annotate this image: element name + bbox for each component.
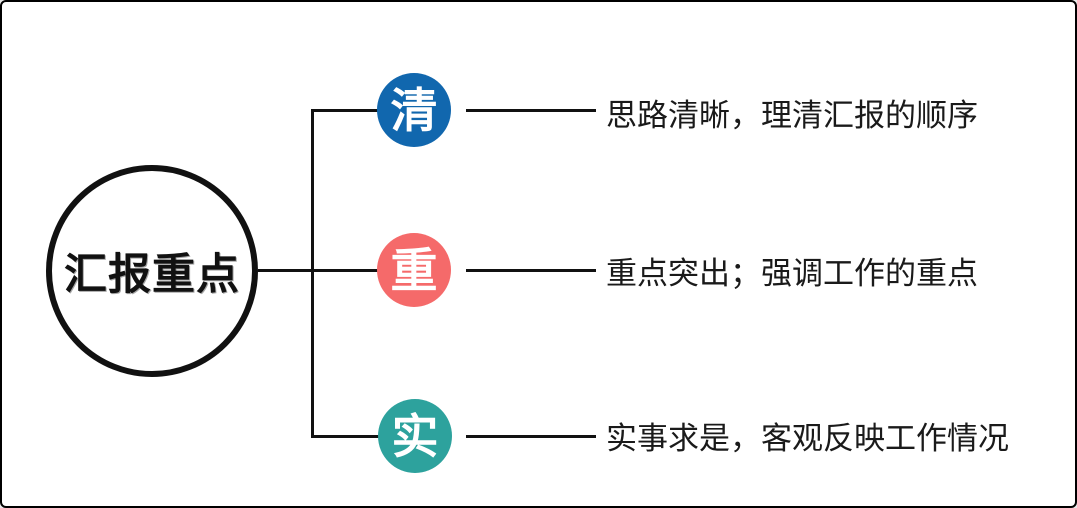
connector-branch-3-stub — [311, 435, 380, 438]
branch-1-key-label: 清 — [390, 83, 438, 137]
branch-3-key-circle: 实 — [378, 399, 452, 473]
branch-2-key-circle: 重 — [377, 233, 451, 307]
branch-3-description: 实事求是，客观反映工作情况 — [606, 421, 1009, 456]
connector-branch-2-to-text — [466, 269, 596, 272]
branch-1-description: 思路清晰，理清汇报的顺序 — [606, 98, 978, 133]
branch-2-key-label: 重 — [390, 243, 438, 297]
root-node-label: 汇报重点 — [64, 251, 240, 299]
branch-1-key-circle: 清 — [377, 73, 451, 147]
connector-root-to-trunk — [258, 269, 379, 272]
root-node-circle: 汇报重点 — [46, 165, 258, 377]
connector-branch-1-stub — [311, 109, 379, 112]
connector-trunk-vertical — [311, 109, 314, 438]
connector-branch-3-to-text — [466, 435, 596, 438]
branch-2-description: 重点突出；强调工作的重点 — [606, 256, 978, 291]
branch-3-key-label: 实 — [391, 409, 439, 463]
connector-branch-1-to-text — [466, 109, 596, 112]
